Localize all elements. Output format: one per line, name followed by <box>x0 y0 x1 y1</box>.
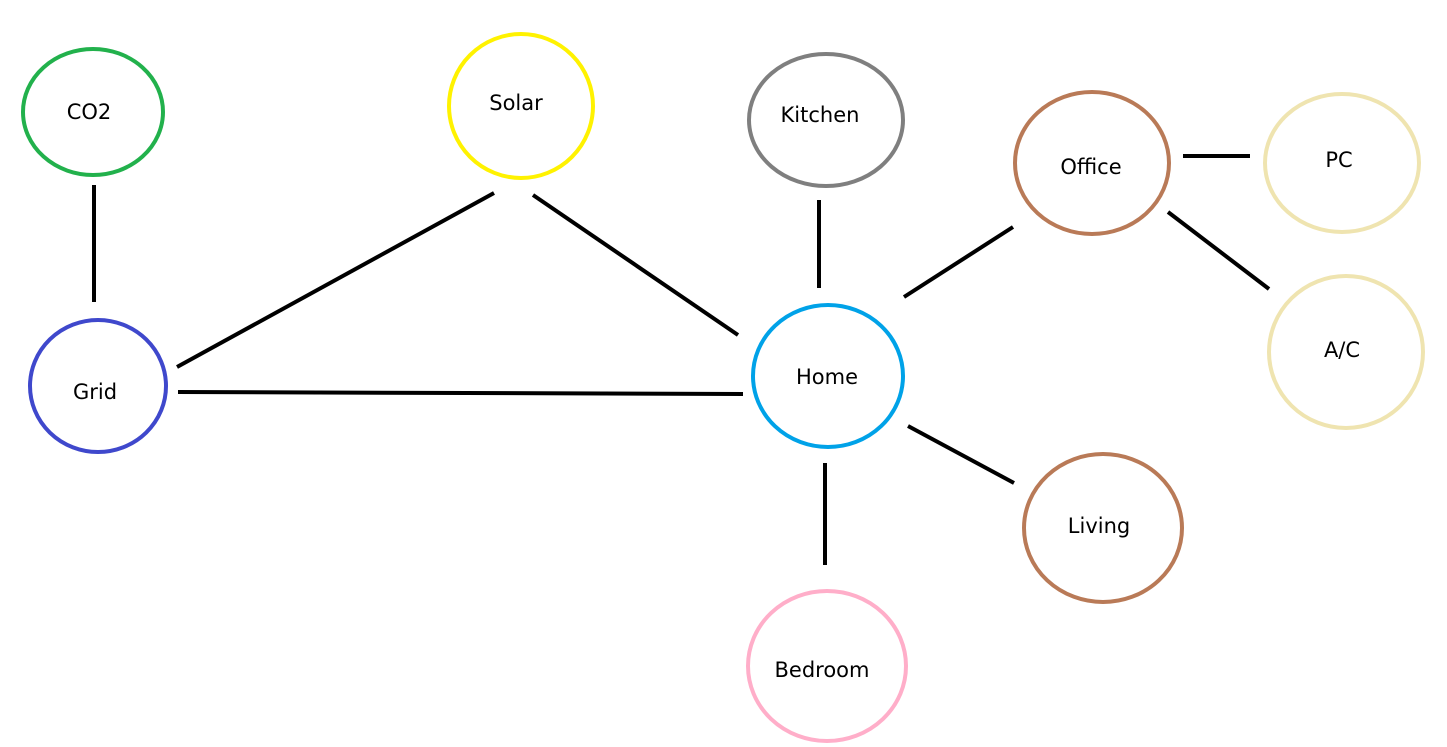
edge-solar-home <box>531 193 740 337</box>
node-office: Office <box>1013 90 1171 236</box>
node-bedroom: Bedroom <box>746 589 908 743</box>
node-living: Living <box>1022 452 1184 604</box>
edge-office-ac <box>1166 210 1271 291</box>
node-ac: A/C <box>1267 274 1425 430</box>
node-bedroom-label: Bedroom <box>775 658 870 682</box>
node-grid-label: Grid <box>73 380 117 404</box>
node-office-label: Office <box>1060 155 1121 179</box>
node-kitchen-circle <box>747 52 905 188</box>
node-co2-circle <box>21 47 165 177</box>
node-grid-circle <box>28 318 168 454</box>
connections <box>92 154 1271 565</box>
node-bedroom-circle <box>746 589 908 743</box>
node-pc-label: PC <box>1325 148 1352 172</box>
node-solar-circle <box>447 32 595 180</box>
node-home-label: Home <box>796 365 858 389</box>
node-living-label: Living <box>1068 514 1130 538</box>
node-pc: PC <box>1263 92 1421 234</box>
edge-home-living <box>907 424 1015 485</box>
node-home: Home <box>751 303 905 449</box>
node-kitchen: Kitchen <box>747 52 905 188</box>
node-living-circle <box>1022 452 1184 604</box>
node-ac-circle <box>1267 274 1425 430</box>
edge-grid-solar <box>176 191 495 369</box>
node-office-circle <box>1013 90 1171 236</box>
node-home-circle <box>751 303 905 449</box>
node-solar-label: Solar <box>489 91 543 115</box>
nodes: CO2 Solar Kitchen Office PC Grid Home <box>21 32 1425 743</box>
edge-home-office <box>902 225 1015 299</box>
node-co2-label: CO2 <box>67 100 112 124</box>
node-grid: Grid <box>28 318 168 454</box>
node-pc-circle <box>1263 92 1421 234</box>
node-ac-label: A/C <box>1324 338 1360 362</box>
node-co2: CO2 <box>21 47 165 177</box>
edge-grid-home <box>177 390 744 396</box>
node-kitchen-label: Kitchen <box>781 103 860 127</box>
node-solar: Solar <box>447 32 595 180</box>
